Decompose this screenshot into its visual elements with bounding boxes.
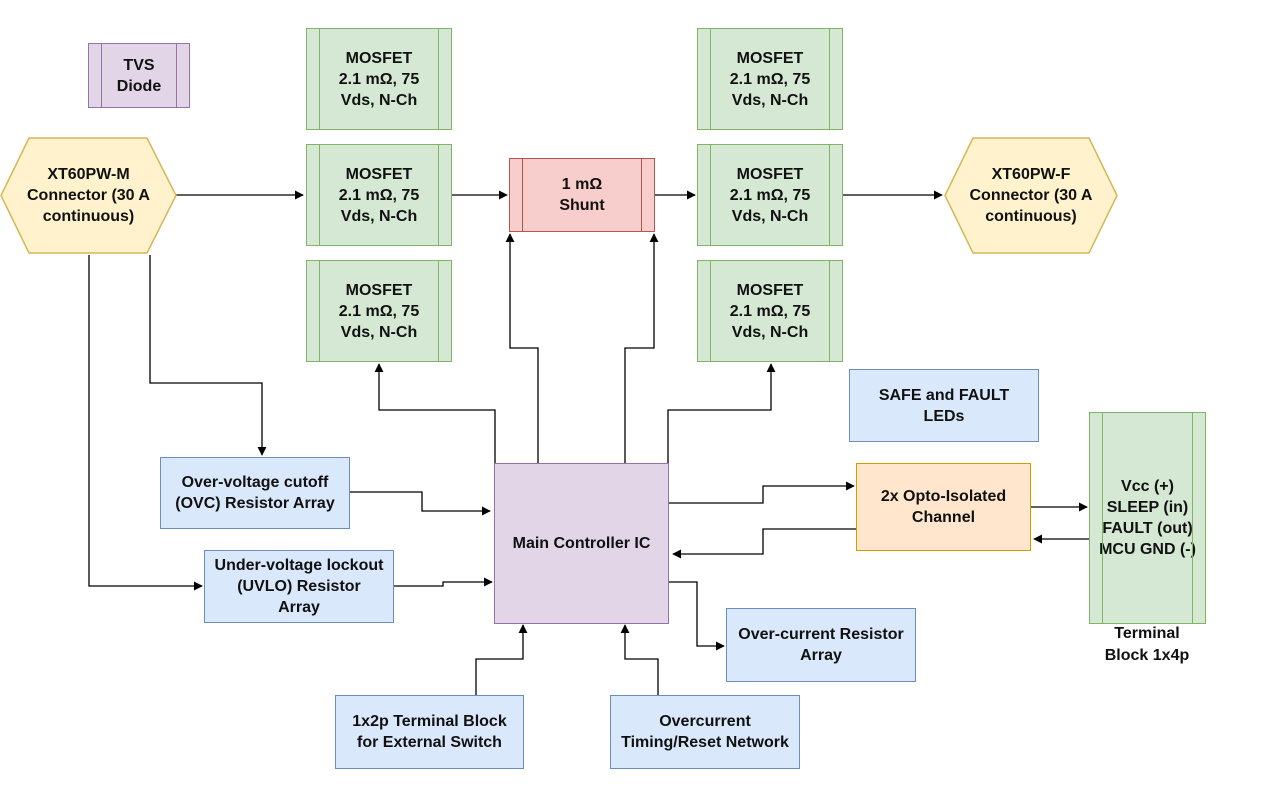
tvs-diode-node[interactable]: TVS Diode (88, 43, 190, 108)
edge-uvlo-to-controller (393, 577, 493, 587)
mosfet-node-5[interactable]: MOSFET 2.1 mΩ, 75 Vds, N-Ch (697, 144, 843, 246)
edge-timing-to-controller (620, 624, 659, 695)
xt60-female-label: XT60PW-F Connector (30 A continuous) (969, 166, 1093, 225)
edge-xt60m-to-ovc (149, 255, 267, 456)
xt60-male-hexagon-shape (0, 137, 177, 254)
edge-controller-to-opto (669, 481, 855, 504)
mosfet-node-4[interactable]: MOSFET 2.1 mΩ, 75 Vds, N-Ch (697, 28, 843, 130)
opto-isolated-channel-node[interactable]: 2x Opto-Isolated Channel (856, 463, 1031, 551)
terminal-block-1x4-caption: Terminal Block 1x4p (1104, 625, 1190, 664)
edge-ovc-to-controller (350, 491, 491, 516)
uvlo-resistor-array-node[interactable]: Under-voltage lockout (UVLO) Resistor Ar… (204, 550, 394, 623)
xt60-female-hexagon-shape (944, 137, 1118, 254)
edge-controller-to-mosfet6 (667, 363, 776, 463)
edge-xt60m-to-uvlo (88, 255, 203, 591)
edge-controller-to-shunt-left (505, 233, 539, 463)
terminal-block-1x4-pins: Vcc (+) SLEEP (in) FAULT (out) MCU GND (… (1099, 478, 1196, 558)
terminal-block-1x4-node[interactable]: Vcc (+) SLEEP (in) FAULT (out) MCU GND (… (1089, 412, 1206, 624)
edge-controller-to-overcurrent (669, 581, 725, 651)
mosfet-node-6[interactable]: MOSFET 2.1 mΩ, 75 Vds, N-Ch (697, 260, 843, 362)
timing-reset-network-node[interactable]: Overcurrent Timing/Reset Network (610, 695, 800, 769)
main-controller-node[interactable]: Main Controller IC (494, 463, 669, 624)
terminal-block-1x2-node[interactable]: 1x2p Terminal Block for External Switch (335, 695, 524, 769)
safe-fault-leds-node[interactable]: SAFE and FAULT LEDs (849, 369, 1039, 442)
mosfet-node-1[interactable]: MOSFET 2.1 mΩ, 75 Vds, N-Ch (306, 28, 452, 130)
xt60-female-connector-node[interactable]: XT60PW-F Connector (30 A continuous) (944, 137, 1118, 254)
ovc-resistor-array-node[interactable]: Over-voltage cutoff (OVC) Resistor Array (160, 457, 350, 529)
edge-opto-to-controller (672, 528, 857, 559)
shunt-node[interactable]: 1 mΩ Shunt (509, 158, 655, 232)
overcurrent-resistor-array-node[interactable]: Over-current Resistor Array (726, 608, 916, 682)
edge-switch-to-controller (475, 624, 528, 695)
xt60-male-connector-node[interactable]: XT60PW-M Connector (30 A continuous) (0, 137, 177, 254)
edge-controller-to-shunt-right (624, 233, 659, 463)
mosfet-node-3[interactable]: MOSFET 2.1 mΩ, 75 Vds, N-Ch (306, 260, 452, 362)
mosfet-node-2[interactable]: MOSFET 2.1 mΩ, 75 Vds, N-Ch (306, 144, 452, 246)
xt60-male-label: XT60PW-M Connector (30 A continuous) (27, 166, 150, 225)
edge-controller-to-mosfet3 (374, 363, 496, 463)
